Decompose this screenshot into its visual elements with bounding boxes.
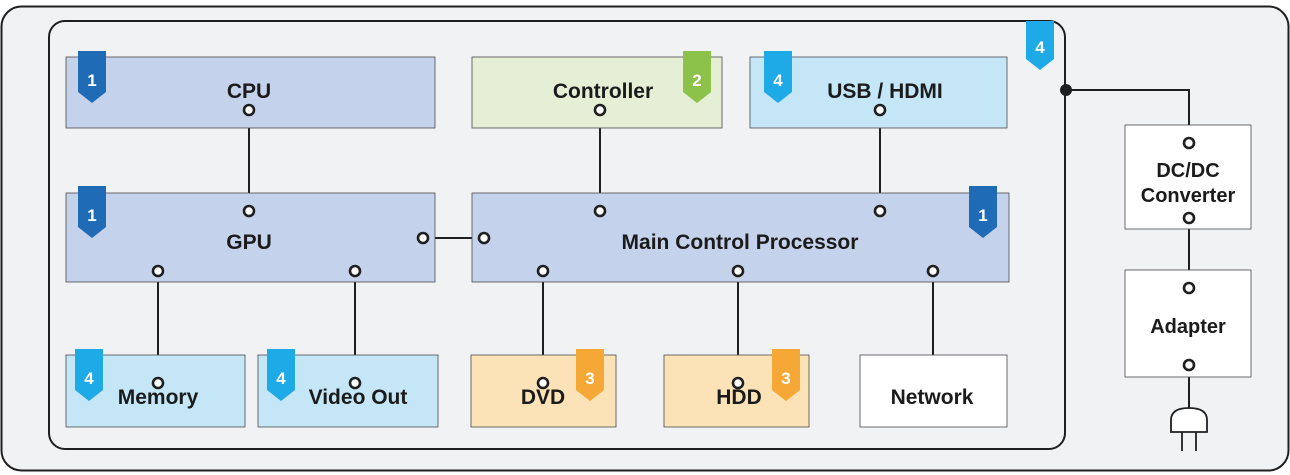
svg-text:HDD: HDD: [716, 386, 762, 409]
svg-text:Memory: Memory: [118, 386, 199, 409]
badge-gpu: [78, 186, 106, 238]
power-plug-icon: [1170, 407, 1208, 451]
block-gpu: 1 GPU: [65, 186, 436, 283]
svg-text:1: 1: [978, 206, 987, 225]
svg-text:Controller: Controller: [553, 80, 653, 103]
badge-dvd: [576, 349, 604, 401]
svg-text:4: 4: [276, 369, 286, 388]
junction-dot: [1060, 84, 1072, 96]
svg-text:1: 1: [87, 71, 96, 90]
block-network: Network: [859, 354, 1008, 428]
svg-text:Adapter: Adapter: [1150, 316, 1226, 338]
svg-text:3: 3: [781, 369, 790, 388]
svg-text:4: 4: [84, 369, 94, 388]
svg-text:Network: Network: [891, 386, 974, 409]
badge-main-control-processor: [969, 186, 997, 238]
svg-text:DVD: DVD: [521, 386, 565, 409]
badge-inner-frame: 4: [1026, 21, 1054, 70]
svg-text:USB / HDMI: USB / HDMI: [827, 80, 943, 103]
badge-hdd: [772, 349, 800, 401]
svg-text:1: 1: [87, 206, 96, 225]
svg-text:2: 2: [692, 71, 701, 90]
block-usb-hdmi: 4 USB / HDMI: [749, 51, 1008, 129]
block-hdd: 3 HDD: [663, 349, 810, 428]
badge-memory: [75, 349, 103, 401]
svg-text:Converter: Converter: [1141, 185, 1236, 207]
svg-text:CPU: CPU: [227, 80, 271, 103]
block-video-out: 4 Video Out: [257, 349, 439, 428]
badge-cpu: [78, 51, 106, 103]
svg-text:Main Control Processor: Main Control Processor: [622, 231, 859, 254]
badge-controller: [683, 51, 711, 103]
svg-text:Video Out: Video Out: [309, 386, 408, 409]
svg-text:DC/DC: DC/DC: [1156, 160, 1219, 182]
badge-usb-hdmi: [764, 51, 792, 103]
block-dvd: 3 DVD: [470, 349, 617, 428]
svg-text:GPU: GPU: [226, 231, 272, 254]
svg-text:4: 4: [1035, 38, 1045, 57]
block-memory: 4 Memory: [65, 349, 246, 428]
svg-text:3: 3: [585, 369, 594, 388]
svg-text:4: 4: [773, 71, 783, 90]
badge-video-out: [267, 349, 295, 401]
block-controller: 2 Controller: [471, 51, 723, 129]
block-cpu: 1 CPU: [65, 51, 436, 129]
